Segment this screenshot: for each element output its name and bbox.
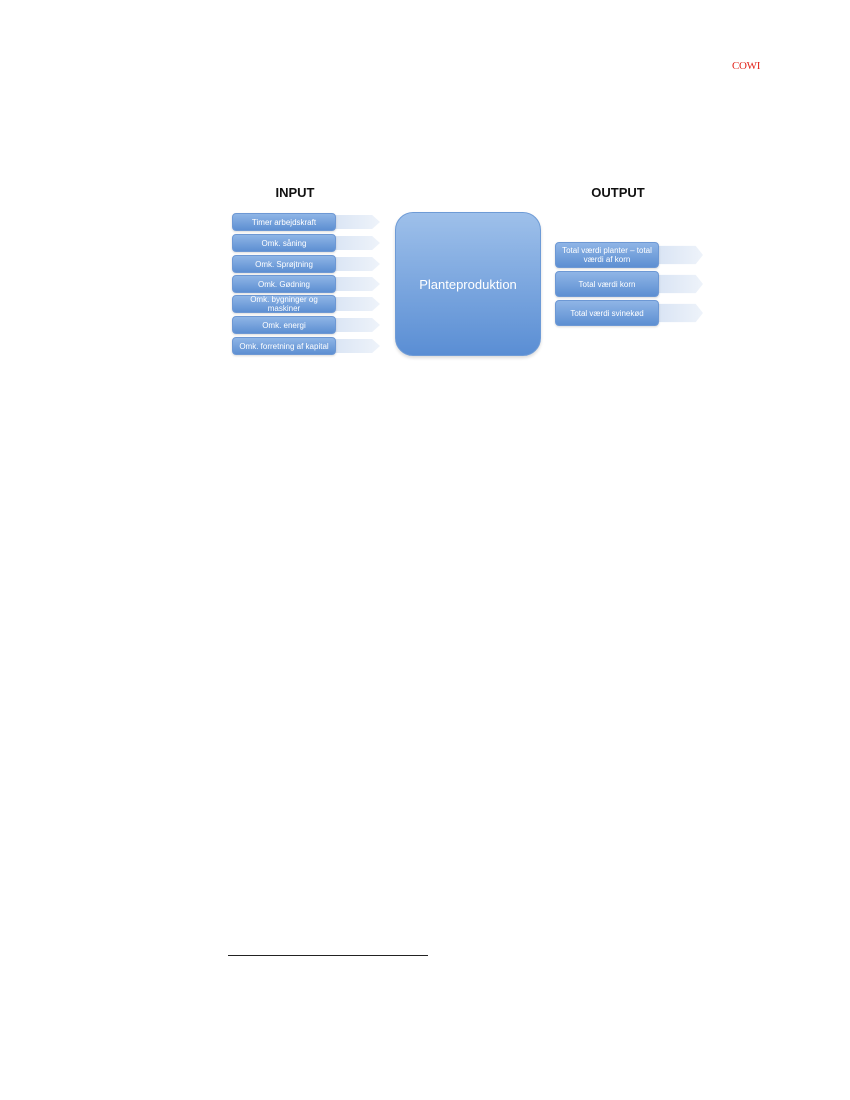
output-item: Total værdi korn [555, 271, 703, 297]
output-box: Total værdi svinekød [555, 300, 659, 326]
input-item: Omk. bygninger og maskiner [232, 295, 380, 313]
input-item: Omk. Sprøjtning [232, 255, 380, 273]
output-arrow [651, 274, 703, 294]
input-arrow [324, 236, 380, 250]
input-box: Omk. såning [232, 234, 336, 252]
output-arrow [651, 303, 703, 323]
process-label: Planteproduktion [419, 276, 517, 292]
output-heading: OUTPUT [591, 185, 645, 200]
input-box: Omk. Sprøjtning [232, 255, 336, 273]
output-item: Total værdi svinekød [555, 300, 703, 326]
input-box: Omk. Gødning [232, 275, 336, 293]
input-box: Omk. energi [232, 316, 336, 334]
process-box: Planteproduktion [395, 212, 541, 356]
input-arrow [324, 339, 380, 353]
output-arrow [651, 245, 703, 265]
output-box: Total værdi planter – total værdi af kor… [555, 242, 659, 268]
input-item: Omk. energi [232, 316, 380, 334]
output-item: Total værdi planter – total værdi af kor… [555, 242, 703, 268]
input-box: Timer arbejdskraft [232, 213, 336, 231]
input-item: Omk. Gødning [232, 275, 380, 293]
output-box: Total værdi korn [555, 271, 659, 297]
input-box: Omk. forretning af kapital [232, 337, 336, 355]
footnote-divider [228, 955, 428, 956]
input-arrow [324, 215, 380, 229]
cowi-logo: COWI [732, 60, 761, 72]
input-item: Omk. forretning af kapital [232, 337, 380, 355]
input-item: Timer arbejdskraft [232, 213, 380, 231]
input-arrow [324, 297, 380, 311]
input-heading: INPUT [275, 185, 315, 200]
input-arrow [324, 257, 380, 271]
input-box: Omk. bygninger og maskiner [232, 295, 336, 313]
input-arrow [324, 318, 380, 332]
input-arrow [324, 277, 380, 291]
input-item: Omk. såning [232, 234, 380, 252]
